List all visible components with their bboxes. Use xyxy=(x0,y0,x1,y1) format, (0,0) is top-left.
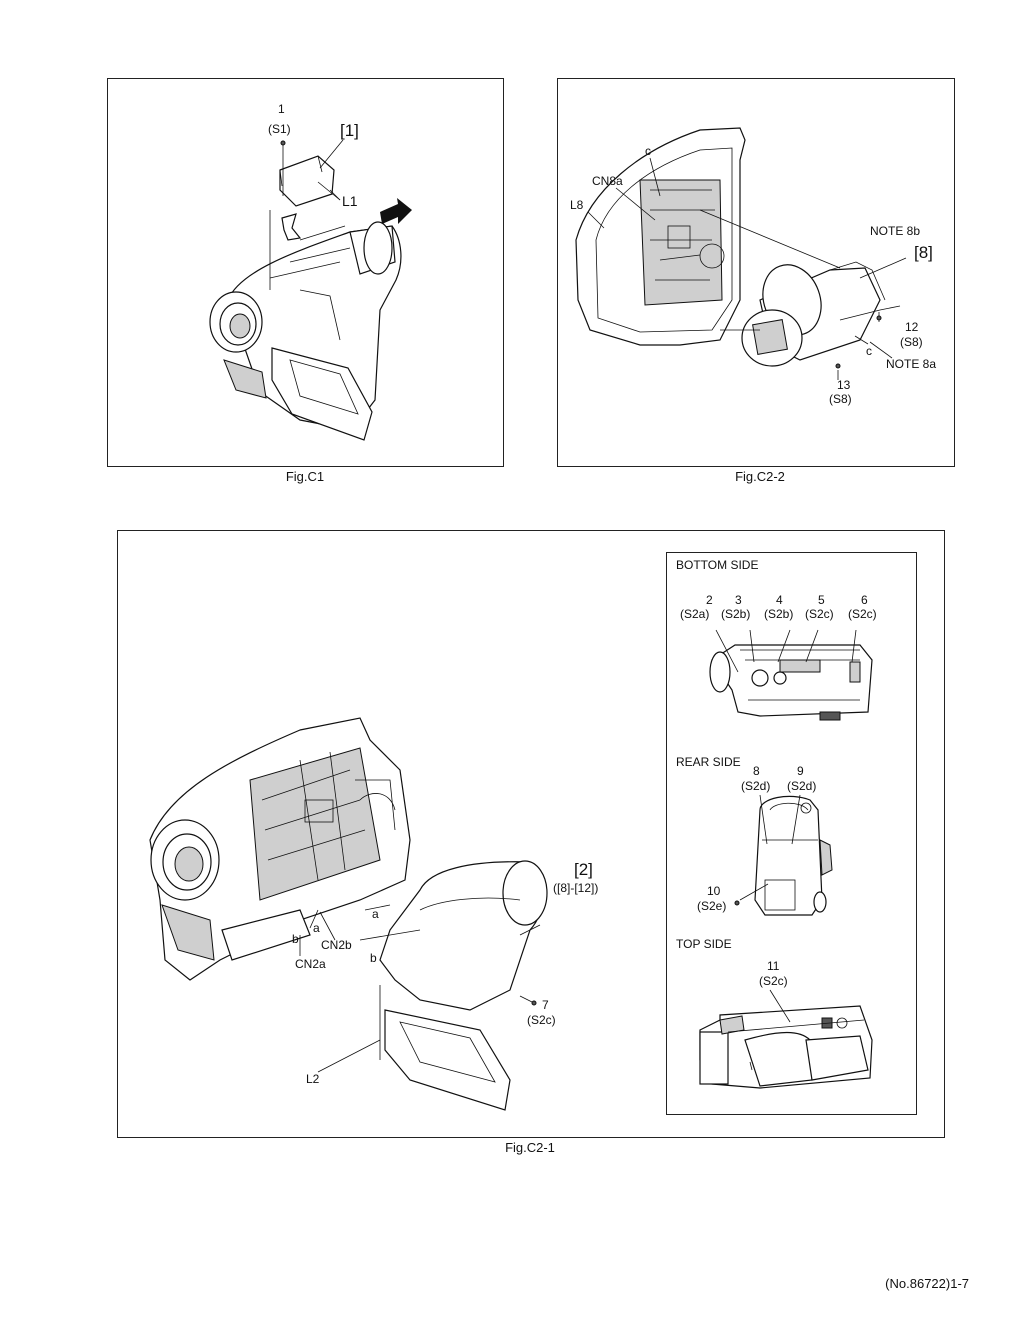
inset-bottom-screw-no: 6 xyxy=(861,593,868,607)
page-footer: (No.86722)1-7 xyxy=(885,1276,969,1291)
fig-c1-lock-label: L1 xyxy=(342,193,358,209)
inset-rear-title: REAR SIDE xyxy=(676,755,741,769)
fig-c2-1-screw7-code: (S2c) xyxy=(527,1013,556,1027)
fig-c2-1-camera-drawing xyxy=(149,717,548,1111)
fig-c2-2-drawing xyxy=(575,127,901,367)
inset-bottom-screw-code: (S2c) xyxy=(805,607,834,621)
fig-c2-2-screw13-code: (S8) xyxy=(829,392,852,406)
inset-bottom-screw-no: 3 xyxy=(735,593,742,607)
inset-rear-drawing xyxy=(739,794,833,916)
fig-c2-2-screw12-code: (S8) xyxy=(900,335,923,349)
inset-bottom-drawing xyxy=(709,629,873,721)
fig-c2-1-b-label-2: b xyxy=(370,951,377,965)
screw-icon xyxy=(876,315,882,321)
fig-c1-caption: Fig.C1 xyxy=(285,469,325,484)
inset-top-drawing xyxy=(699,989,873,1089)
fig-c2-2-cn8a: CN8a xyxy=(592,174,623,188)
inset-bottom-screws: 2 (S2a) 3 (S2b) 4 (S2b) 5 (S2c) 6 (S2c) xyxy=(680,593,877,621)
inset-rear-screw-no: 10 xyxy=(707,884,721,898)
fig-c2-2-note8b: NOTE 8b xyxy=(870,224,920,238)
inset-top-screw-no: 11 xyxy=(767,959,780,973)
fig-c2-1-cn2a: CN2a xyxy=(295,957,326,971)
fig-c2-1-part-label: [2] xyxy=(574,860,593,879)
fig-c2-1-frame xyxy=(117,530,945,1138)
fig-c2-1-caption: Fig.C2-1 xyxy=(505,1140,555,1155)
screw-icon xyxy=(734,900,740,906)
screw-icon xyxy=(835,363,841,369)
fig-c2-2-caption: Fig.C2-2 xyxy=(735,469,785,484)
screw-icon xyxy=(531,1000,537,1006)
inset-bottom-title: BOTTOM SIDE xyxy=(676,558,758,572)
inset-bottom-screw-code: (S2b) xyxy=(764,607,793,621)
fig-c2-1-a-label-2: a xyxy=(313,921,320,935)
fig-c2-1-l2: L2 xyxy=(306,1072,320,1086)
inset-panel xyxy=(666,552,917,1115)
inset-bottom-screw-no: 5 xyxy=(818,593,825,607)
fig-c2-1-screw7-no: 7 xyxy=(542,998,549,1012)
fig-c2-2-screw13-no: 13 xyxy=(837,378,851,392)
inset-bottom-screw-no: 2 xyxy=(706,593,713,607)
inset-rear-screw-code: (S2e) xyxy=(697,899,726,913)
fig-c2-2-c-top: c xyxy=(645,144,651,158)
inset-bottom-screw-code: (S2b) xyxy=(721,607,750,621)
fig-c1-screw-no: 1 xyxy=(278,102,285,116)
fig-c2-1-a-label: a xyxy=(372,907,379,921)
screw-icon xyxy=(280,140,286,146)
fig-c2-2-screw12-no: 12 xyxy=(905,320,919,334)
fig-c1-frame xyxy=(107,78,504,467)
fig-c2-2-part-label: [8] xyxy=(914,243,933,262)
fig-c2-2-frame xyxy=(557,78,955,467)
fig-c2-2-l8: L8 xyxy=(570,198,584,212)
inset-top-screw-code: (S2c) xyxy=(759,974,788,988)
fig-c2-1-cn2b: CN2b xyxy=(321,938,352,952)
inset-rear-screw-no: 8 xyxy=(753,764,760,778)
inset-rear-screw-code: (S2d) xyxy=(741,779,770,793)
fig-c2-1-b-label: b xyxy=(292,932,299,946)
inset-bottom-screw-no: 4 xyxy=(776,593,783,607)
fig-c1-leaders xyxy=(317,139,344,201)
inset-rear-screw-no: 9 xyxy=(797,764,804,778)
fig-c2-2-c-bottom: c xyxy=(866,344,872,358)
fig-c1-screw-code: (S1) xyxy=(268,122,291,136)
fig-c2-2-note8a: NOTE 8a xyxy=(886,357,936,371)
fig-c2-1-part-range: ([8]-[12]) xyxy=(553,881,598,895)
inset-rear-screw-code: (S2d) xyxy=(787,779,816,793)
inset-bottom-screw-code: (S2a) xyxy=(680,607,709,621)
inset-top-title: TOP SIDE xyxy=(676,937,732,951)
fig-c2-1-leaders xyxy=(299,909,541,1073)
fig-c1-part-label: [1] xyxy=(340,121,359,140)
fig-c1-camera-drawing xyxy=(209,142,412,441)
inset-bottom-screw-code: (S2c) xyxy=(848,607,877,621)
